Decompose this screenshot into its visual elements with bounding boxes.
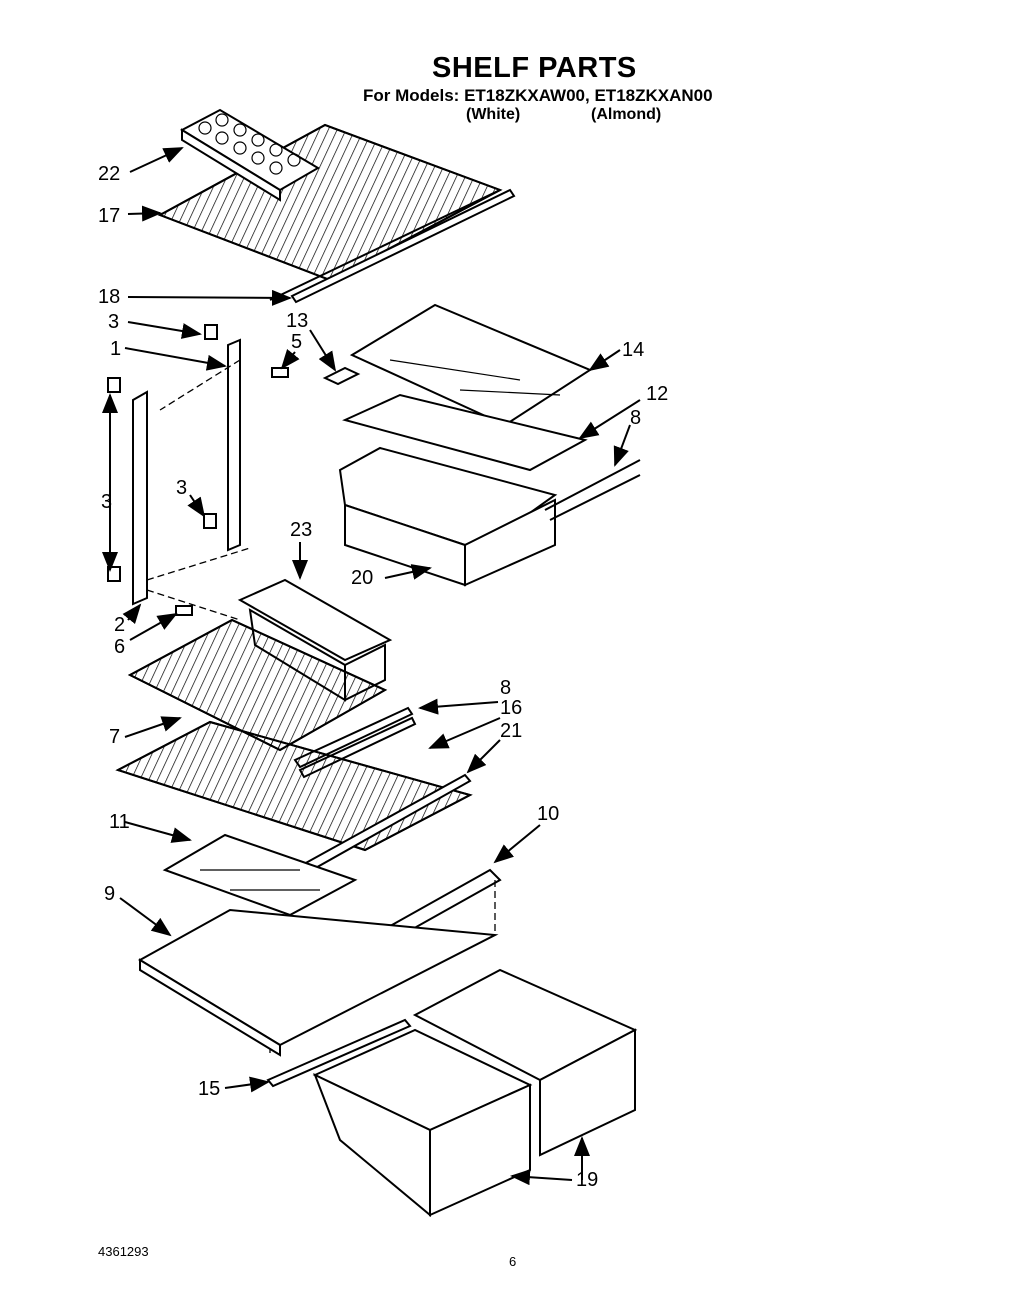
models-line: For Models: ET18ZKXAW00, ET18ZKXAN00 (363, 86, 713, 106)
callout-15: 15 (198, 1078, 221, 1100)
model-almond: ET18ZKXAN00 (594, 86, 713, 105)
variant-white-label: (White) (466, 106, 521, 123)
callout-16: 16 (500, 697, 523, 719)
callout-3-top: 3 (108, 311, 120, 333)
shelf-ladder-left (132, 390, 251, 621)
callout-18: 18 (98, 286, 121, 308)
crisper-pan-9 (138, 908, 499, 1057)
callout-12: 12 (646, 383, 669, 405)
shelf-ladder-right (159, 338, 241, 552)
shelf-7 (127, 618, 388, 752)
callout-8-upper: 8 (630, 407, 642, 429)
leader-lines (102, 147, 641, 1186)
callout-23: 23 (290, 519, 313, 541)
crisper-drawer-upper (338, 393, 588, 587)
callout-17: 17 (98, 205, 121, 227)
callout-11: 11 (109, 811, 130, 833)
document-number: 4361293 (98, 1244, 149, 1259)
trim-15 (266, 1018, 412, 1088)
callout-3-left: 3 (101, 491, 113, 513)
callout-5: 5 (291, 331, 303, 353)
model-white: ET18ZKXAW00, (464, 86, 590, 105)
trim-13 (322, 366, 361, 386)
callout-3-mid: 3 (176, 477, 188, 499)
callout-22: 22 (98, 163, 121, 185)
callout-19: 19 (576, 1169, 599, 1191)
callout-21: 21 (500, 720, 523, 742)
callout-2: 2 (114, 614, 126, 636)
crisper-drawer-left (312, 1028, 533, 1218)
callout-6: 6 (114, 636, 126, 658)
callout-7: 7 (109, 726, 121, 748)
callout-14: 14 (622, 339, 645, 361)
glass-shelf-11 (162, 833, 358, 917)
variant-almond-label: (Almond) (591, 106, 662, 123)
callout-13: 13 (286, 310, 309, 332)
models-prefix: For Models: (363, 86, 460, 105)
shelf-rail-8-upper (544, 459, 641, 521)
crisper-drawer-right (412, 968, 638, 1157)
callout-9: 9 (104, 883, 116, 905)
page-title: SHELF PARTS (432, 52, 637, 84)
callout-8-lower: 8 (500, 677, 512, 699)
callout-10: 10 (537, 803, 560, 825)
ice-tray (179, 108, 320, 202)
page-number: 6 (509, 1254, 517, 1269)
shelf-lower-wire (115, 720, 473, 852)
callout-20: 20 (351, 567, 374, 589)
callout-1: 1 (110, 338, 122, 360)
shelf-trim-18 (290, 188, 516, 304)
